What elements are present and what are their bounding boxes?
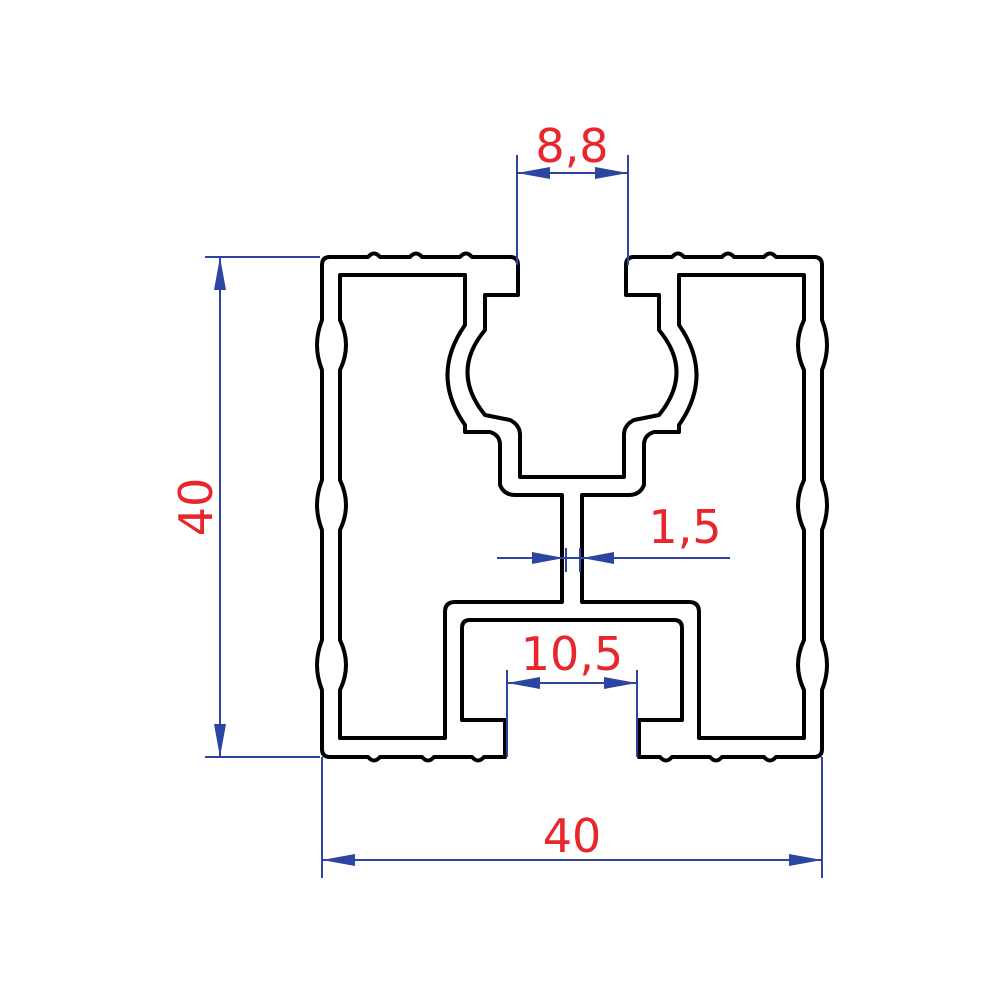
dimension-web-thickness: 1,5 bbox=[497, 500, 730, 572]
profile-right-chamber bbox=[580, 273, 806, 740]
arrow-icon bbox=[214, 257, 226, 290]
arrow-icon bbox=[789, 854, 822, 866]
profile-outer-contour bbox=[315, 251, 829, 763]
arrow-icon bbox=[517, 167, 550, 179]
dimension-label-slot-top: 8,8 bbox=[535, 119, 608, 173]
arrow-icon bbox=[214, 724, 226, 757]
dimension-label-height: 40 bbox=[169, 478, 223, 537]
arrow-icon bbox=[532, 552, 564, 564]
dimension-label-web-thickness: 1,5 bbox=[648, 500, 721, 554]
dimension-label-width: 40 bbox=[543, 809, 602, 863]
arrow-icon bbox=[322, 854, 355, 866]
dimension-label-slot-bottom: 10,5 bbox=[521, 627, 623, 681]
arrow-icon bbox=[604, 677, 637, 689]
arrow-icon bbox=[507, 677, 540, 689]
arrow-icon bbox=[582, 552, 614, 564]
dimension-height: 40 bbox=[169, 256, 320, 758]
dimension-slot-top: 8,8 bbox=[516, 119, 629, 265]
dimension-slot-bottom: 10,5 bbox=[506, 627, 638, 757]
profile-left-chamber bbox=[338, 273, 564, 740]
arrow-icon bbox=[595, 167, 628, 179]
dimension-width: 40 bbox=[321, 757, 823, 878]
